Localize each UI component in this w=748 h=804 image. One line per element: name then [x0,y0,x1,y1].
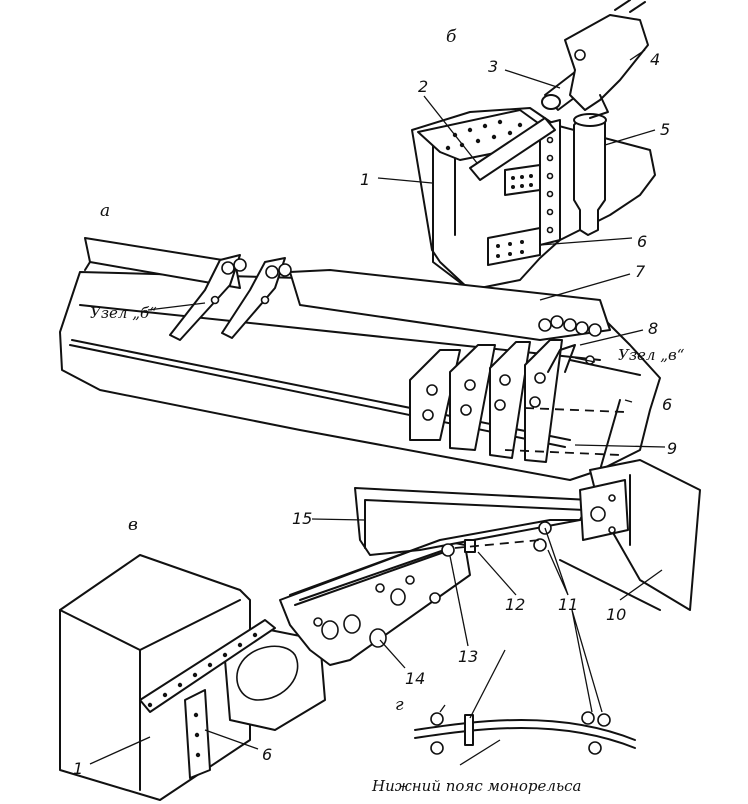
hidden-line-2 [504,449,621,456]
hidden-line-1 [524,407,626,413]
oval-hole [236,645,299,701]
clevis-link [589,94,609,119]
end-plate-hole [590,506,606,522]
lower-strut [299,547,451,601]
num-5: 5 [660,120,670,139]
roller-g-13a [430,712,444,726]
clevis-pin [574,49,586,61]
joint-g-12 [464,714,474,746]
beam-mid-chord-2 [69,344,566,448]
num-11: 11 [558,595,578,614]
bracket-strip-holes [147,632,258,758]
roller-g-13b [430,741,444,755]
channel-15-flange [364,499,586,549]
num-6-mid: 6 [662,395,672,414]
vertical-strip-b [539,119,561,246]
num-12: 12 [505,595,525,614]
view-a-beam [59,237,661,481]
right-platform-7 [289,269,611,341]
num-4: 4 [650,50,660,69]
num-10: 10 [606,605,626,624]
num-1-bottom: 1 [73,759,83,778]
cylinder-top [573,113,607,127]
view-b-detail [411,0,656,291]
view-v-assembly [59,459,701,801]
view-label-a: а [100,201,110,221]
left-platform-edge [84,261,91,271]
cylinder-5 [573,117,606,236]
view-label-g: г [395,695,404,715]
num-13: 13 [458,647,478,666]
diagonal-plate-2 [469,117,556,181]
top-panel-holes [445,119,523,151]
view-label-b: б [446,27,457,47]
num-3: 3 [488,57,498,76]
num-7: 7 [635,262,646,281]
node-v-label: Узел „в“ [618,346,685,364]
num-9: 9 [667,439,677,458]
beam-mid-chord [71,339,571,441]
hanger-1 [169,254,241,341]
num-14: 14 [405,669,425,688]
leader-lines [89,49,666,766]
rod-end [541,94,561,110]
roller-g-11c [588,741,602,755]
num-1-top: 1 [360,170,370,189]
box-1 [59,554,251,801]
left-platform [84,237,241,289]
labels: б а в г Узел „б“ Узел „в“ 1 2 3 4 5 6 7 … [73,27,685,795]
node-v-strap [547,344,576,373]
node-v-rollers [538,315,602,365]
num-6-top: 6 [637,232,647,251]
view-label-v: в [128,515,138,535]
bracket-holes [496,240,524,258]
gusset-holes [511,174,533,189]
hanger-rollers [210,258,292,305]
strip-holes [546,136,554,234]
num-2: 2 [418,77,428,96]
monorail-chord-top [414,719,636,741]
monorail-chord-bottom [414,727,636,749]
roller-13 [441,543,455,557]
arm-top-edge [294,549,451,606]
clevis-4 [564,14,649,111]
upper-strut [289,519,581,596]
bottom-bracket-b [487,227,541,266]
num-8: 8 [648,319,658,338]
arm-holes [313,575,441,648]
num-6-bottom: 6 [262,745,272,764]
monorail-caption: Нижний пояс монорельса [371,777,581,795]
beam-end-top [569,359,641,376]
roller-g-11a [581,711,595,725]
clevis-arm [614,0,646,13]
node-b-label: Узел „б“ [90,304,157,322]
roller-g-11b [597,713,611,727]
bracket-strip [139,619,276,713]
gusset-b [504,164,541,196]
roller-11b [533,538,547,552]
diaphragms [409,339,563,463]
housing-left-edge [432,134,471,291]
num-15: 15 [292,509,312,528]
beam-10-edges [559,474,661,611]
